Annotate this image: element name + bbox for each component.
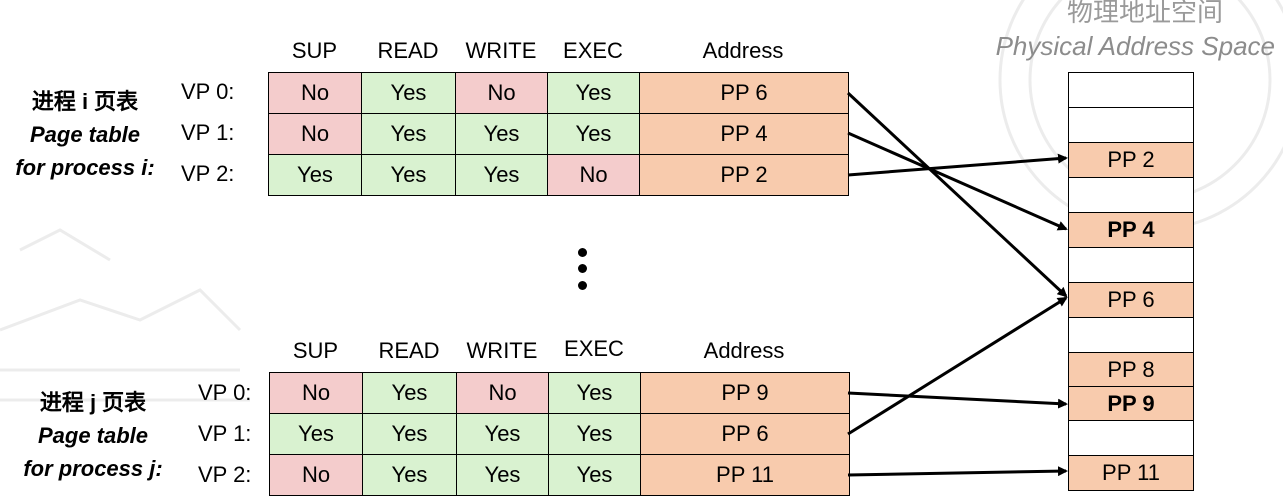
header-read-j: READ [378, 338, 440, 363]
physical-page-pp6: PP 6 [1068, 282, 1194, 318]
header-sup-j: SUP [292, 338, 339, 363]
process-i-label: 进程 i 页表 Page table for process i: [5, 85, 165, 184]
process-j-cell-r0-c2: No [456, 372, 549, 414]
header-write-i: WRITE [465, 38, 537, 63]
physical-page-empty [1068, 420, 1194, 456]
arrow-j-vp0-to-pp9 [847, 391, 1068, 409]
vp-label-j-2: VP 2: [198, 462, 252, 487]
process-i-label-cn: 进程 i 页表 [31, 89, 139, 114]
physical-page-pp11: PP 11 [1068, 455, 1194, 491]
process-j-cell-r2-c4: PP 11 [640, 454, 850, 496]
arrow-i-vp1-to-pp4 [847, 131, 1068, 231]
process-j-cell-r1-c2: Yes [456, 413, 549, 455]
arrow-j-vp2-to-pp11 [847, 466, 1068, 477]
process-j-cell-r1-c1: Yes [362, 413, 457, 455]
vp-label-j-1: VP 1: [198, 421, 252, 446]
process-j-label: 进程 j 页表 Page table for process j: [10, 386, 176, 485]
vp-label-i-2: VP 2: [181, 161, 235, 186]
physical-page-pp9: PP 9 [1068, 386, 1194, 421]
process-i-cell-r2-c0: Yes [268, 154, 362, 196]
vp-label-i-0: VP 0: [181, 79, 235, 104]
header-exec-i: EXEC [563, 38, 623, 63]
process-i-cell-r1-c1: Yes [361, 113, 456, 155]
process-i-label-en2: for process i: [15, 155, 155, 180]
vp-label-j-0: VP 0: [198, 380, 252, 405]
process-j-cell-r0-c4: PP 9 [640, 372, 850, 414]
header-exec-j: EXEC [564, 336, 624, 361]
ellipsis-dot-3 [578, 281, 587, 290]
physical-page-empty [1068, 177, 1194, 213]
ellipsis-dot-1 [578, 248, 587, 257]
process-i-cell-r2-c4: PP 2 [639, 154, 849, 196]
vp-label-i-1: VP 1: [181, 120, 235, 145]
process-i-cell-r0-c1: Yes [361, 72, 456, 114]
process-j-cell-r1-c0: Yes [269, 413, 363, 455]
physical-space-title-cn: 物理地址空间 [1066, 0, 1223, 27]
process-i-cell-r0-c2: No [455, 72, 548, 114]
process-j-cell-r2-c0: No [269, 454, 363, 496]
header-sup-i: SUP [291, 38, 338, 63]
physical-page-pp2: PP 2 [1068, 142, 1194, 178]
process-i-cell-r1-c0: No [268, 113, 362, 155]
process-j-cell-r1-c4: PP 6 [640, 413, 850, 455]
process-i-cell-r2-c1: Yes [361, 154, 456, 196]
process-j-label-cn: 进程 j 页表 [39, 390, 147, 415]
process-j-cell-r2-c2: Yes [456, 454, 549, 496]
process-j-label-en2: for process j: [23, 456, 163, 481]
process-i-cell-r2-c2: Yes [455, 154, 548, 196]
process-j-cell-r0-c0: No [269, 372, 363, 414]
process-i-cell-r1-c4: PP 4 [639, 113, 849, 155]
process-j-label-en1: Page table [37, 423, 149, 448]
process-i-cell-r0-c0: No [268, 72, 362, 114]
header-address-i: Address [702, 38, 784, 63]
physical-space-title: Physical Address Space [995, 31, 1275, 61]
arrow-i-vp0-to-pp6 [846, 91, 1068, 298]
process-i-cell-r1-c3: Yes [547, 113, 640, 155]
process-i-cell-r1-c2: Yes [455, 113, 548, 155]
header-write-j: WRITE [466, 338, 538, 363]
process-i-label-en1: Page table [29, 122, 141, 147]
header-address-j: Address [703, 338, 785, 363]
header-read-i: READ [377, 38, 439, 63]
arrow-i-vp2-to-pp2 [847, 153, 1068, 177]
ellipsis-dot-2 [578, 264, 587, 273]
arrow-j-vp1-to-pp6 [847, 296, 1068, 436]
